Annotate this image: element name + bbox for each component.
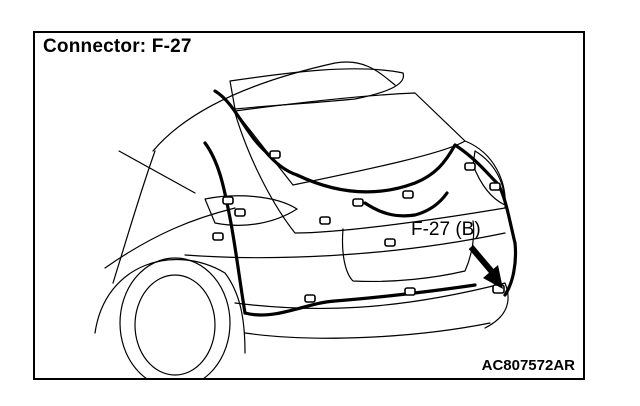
tail-lamp-left <box>204 195 298 226</box>
harness-left-down <box>228 216 247 315</box>
harness-right-down <box>503 241 518 297</box>
connector <box>269 150 281 159</box>
diagram-title: Connector: F-27 <box>43 36 192 57</box>
wheel-arch <box>94 259 246 354</box>
bumper-bottom <box>244 322 491 339</box>
figure-code: AC807572AR <box>481 357 575 374</box>
vehicle-rear-harness-illustration: F-27 (B) <box>94 61 518 378</box>
bumper-lower <box>234 282 509 329</box>
connector <box>404 287 416 296</box>
connector <box>402 190 414 199</box>
connector <box>464 162 476 171</box>
connector <box>319 216 331 225</box>
callout-arrow <box>468 245 503 289</box>
spoiler <box>229 68 404 110</box>
side-belt-line <box>104 207 236 269</box>
pillar-line <box>112 150 156 284</box>
connector <box>489 182 501 191</box>
bumper-top <box>184 232 506 259</box>
callout-label: F-27 (B) <box>411 219 481 240</box>
connector <box>222 196 234 205</box>
side-window-line <box>118 150 196 194</box>
connector <box>234 208 246 217</box>
harness-spoiler <box>213 89 299 177</box>
harness-left-pillar <box>203 141 232 220</box>
harness-bumper <box>243 283 477 317</box>
rear-glass <box>234 92 466 186</box>
connector <box>212 232 224 241</box>
rear-wheel-inner <box>134 274 216 376</box>
tailgate-outline <box>234 112 506 234</box>
diagram-frame: Connector: F-27 <box>33 31 585 380</box>
rear-wheel <box>119 257 231 378</box>
harness-center <box>363 191 449 218</box>
harness-tailgate-top <box>295 143 457 194</box>
connector <box>384 238 396 247</box>
connector <box>304 294 316 303</box>
connector <box>352 198 364 207</box>
